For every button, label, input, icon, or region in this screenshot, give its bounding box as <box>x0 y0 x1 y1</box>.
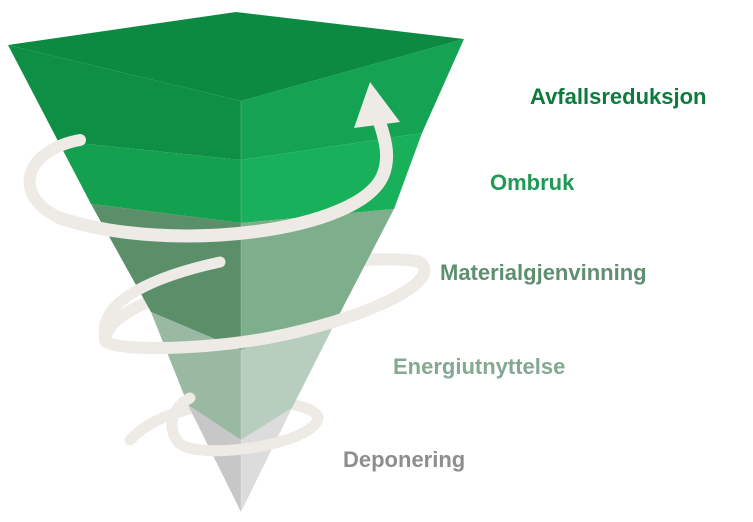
tier-energiutnyttelse-right <box>241 315 339 440</box>
label-materialgjenvinning: Materialgjenvinning <box>440 260 647 285</box>
label-avfallsreduksjon: Avfallsreduksjon <box>530 84 706 109</box>
tier-avfallsreduksjon-right <box>241 39 464 160</box>
spiral-front <box>23 82 431 457</box>
tier-labels: Avfallsreduksjon Ombruk Materialgjenvinn… <box>343 84 706 472</box>
tier-deponering-left <box>188 405 241 512</box>
tier-materialgjenvinning-right <box>241 209 394 350</box>
tier-deponering-right <box>241 408 292 512</box>
tier-ombruk-left <box>58 141 241 223</box>
label-ombruk: Ombruk <box>490 170 575 195</box>
tier-avfallsreduksjon-left <box>8 45 241 160</box>
label-energiutnyttelse: Energiutnyttelse <box>393 354 565 379</box>
tier-ombruk-right <box>241 133 422 223</box>
pyramid-top-face <box>8 12 464 101</box>
label-deponering: Deponering <box>343 447 465 472</box>
arrow-head-icon <box>354 82 400 128</box>
